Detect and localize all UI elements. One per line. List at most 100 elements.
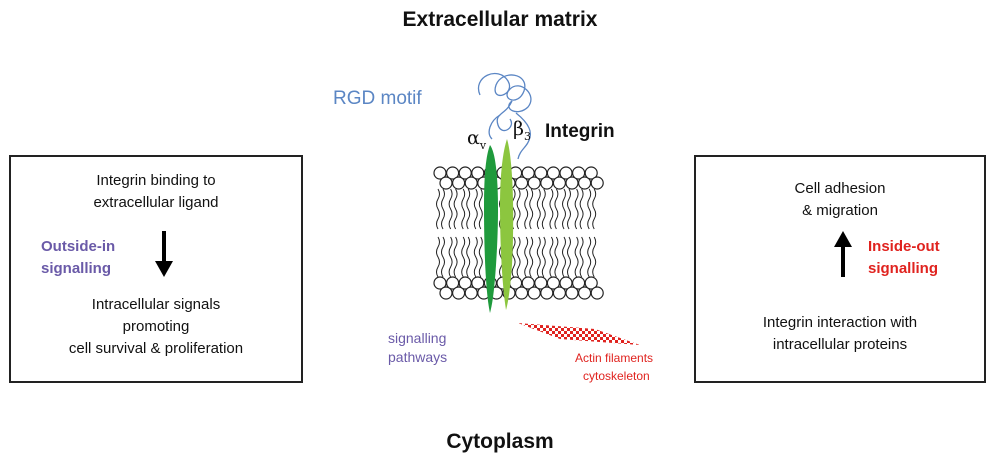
- lipid-tail: [441, 188, 445, 230]
- lipid-head: [527, 286, 541, 300]
- lipid-tail: [579, 236, 584, 278]
- lipid-head: [540, 176, 554, 190]
- right-bottom-line-1: Integrin interaction with: [762, 314, 918, 331]
- right-bottom-line-2: intracellular proteins: [772, 336, 908, 353]
- lipid-head: [527, 176, 541, 190]
- lipid-tail: [549, 188, 554, 230]
- lipid-tail: [567, 236, 571, 278]
- beta-subscript: 3: [523, 129, 531, 143]
- lipid-tail: [436, 236, 440, 278]
- up-arrow-icon: [834, 231, 852, 277]
- upper-lipid-tails: [436, 188, 597, 230]
- right-top-line-2: & migration: [802, 202, 878, 219]
- lipid-head: [514, 176, 529, 190]
- alpha-v-subunit: [484, 145, 498, 313]
- lipid-tail: [549, 236, 554, 278]
- signalling-pathways-label-2: pathways: [388, 349, 448, 365]
- actin-filaments-label-1: Actin filaments: [575, 351, 654, 365]
- lipid-head: [540, 286, 554, 300]
- outside-in-label-2: signalling: [41, 260, 112, 277]
- lipid-head: [521, 166, 535, 180]
- outside-in-label-1: Outside-in: [41, 238, 116, 255]
- beta-3-label: β3: [513, 118, 531, 143]
- inside-out-label-1: Inside-out: [868, 238, 940, 255]
- cytoplasm-label: Cytoplasm: [446, 430, 554, 453]
- lipid-tail: [448, 236, 453, 278]
- actin-filaments-icon: [518, 323, 640, 345]
- lipid-head: [445, 166, 460, 180]
- lower-lipid-tails: [436, 236, 597, 278]
- beta-symbol: β: [513, 118, 524, 140]
- membrane-illustration: [433, 72, 640, 345]
- extracellular-matrix-label: Extracellular matrix: [402, 8, 598, 31]
- lipid-tail: [461, 236, 466, 278]
- lipid-head: [565, 286, 579, 300]
- lipid-tail: [574, 236, 579, 278]
- left-bottom-line-2: promoting: [122, 318, 190, 335]
- lipid-head: [471, 276, 485, 290]
- lipid-tail: [453, 188, 458, 230]
- lipid-tail: [466, 236, 471, 278]
- lipid-head: [590, 286, 604, 300]
- lipid-tail: [541, 188, 546, 230]
- lipid-head: [590, 176, 604, 190]
- lipid-tail: [541, 236, 546, 278]
- lipid-tail: [529, 188, 534, 230]
- lipid-tail: [554, 236, 559, 278]
- beta-3-subunit: [500, 139, 514, 310]
- lipid-head: [514, 286, 529, 300]
- lipid-head: [584, 166, 598, 180]
- right-top-line-1: Cell adhesion: [794, 180, 886, 197]
- lipid-head: [572, 166, 586, 180]
- inside-out-label-2: signalling: [868, 260, 939, 277]
- actin-filaments-label-2: cytoskeleton: [583, 369, 650, 383]
- lipid-tail: [516, 236, 521, 278]
- lipid-tail: [473, 188, 478, 230]
- lipid-head: [534, 276, 548, 290]
- lipid-head: [578, 286, 592, 300]
- lipid-tail: [441, 236, 445, 278]
- left-top-line-2: extracellular ligand: [93, 194, 219, 211]
- upper-lipid-heads: [433, 166, 604, 190]
- lipid-head: [471, 166, 485, 180]
- alpha-symbol: α: [467, 127, 480, 149]
- left-top-line-1: Integrin binding to: [96, 172, 216, 189]
- lipid-tail: [473, 236, 478, 278]
- lipid-tail: [562, 188, 566, 230]
- lipid-tail: [478, 236, 483, 278]
- rgd-motif-label: RGD motif: [333, 88, 422, 109]
- lipid-head: [578, 176, 592, 190]
- lipid-head: [451, 176, 466, 190]
- left-bottom-line-3: cell survival & proliferation: [68, 340, 244, 357]
- lipid-head: [584, 276, 598, 290]
- lipid-tail: [524, 236, 529, 278]
- lipid-tail: [516, 188, 521, 230]
- lipid-tail: [592, 188, 597, 230]
- lipid-tail: [511, 236, 516, 278]
- lipid-tail: [448, 188, 453, 230]
- lipid-tail: [524, 188, 529, 230]
- left-bottom-line-1: Intracellular signals: [91, 296, 221, 313]
- inside-out-box: Cell adhesion & migration Inside-out sig…: [694, 155, 986, 383]
- rgd-tangle: [477, 72, 532, 160]
- lipid-head: [534, 166, 548, 180]
- lipid-head: [565, 176, 579, 190]
- lipid-head: [451, 286, 466, 300]
- lower-lipid-heads: [433, 276, 604, 300]
- lipid-tail: [579, 188, 584, 230]
- lipid-tail: [436, 188, 440, 230]
- outside-in-box: Integrin binding to extracellular ligand…: [9, 155, 303, 383]
- lipid-head: [559, 276, 573, 290]
- lipid-tail: [453, 236, 458, 278]
- lipid-tail: [587, 236, 592, 278]
- alpha-v-label: αv: [467, 127, 486, 152]
- signalling-pathways-label-1: signalling: [388, 330, 447, 346]
- integrin-label: Integrin: [545, 121, 615, 142]
- lipid-tail: [466, 188, 471, 230]
- lipid-head: [559, 166, 573, 180]
- lipid-tail: [461, 188, 466, 230]
- lipid-tail: [529, 236, 534, 278]
- lipid-tail: [562, 236, 566, 278]
- down-arrow-icon: [155, 231, 173, 277]
- lipid-tail: [536, 236, 541, 278]
